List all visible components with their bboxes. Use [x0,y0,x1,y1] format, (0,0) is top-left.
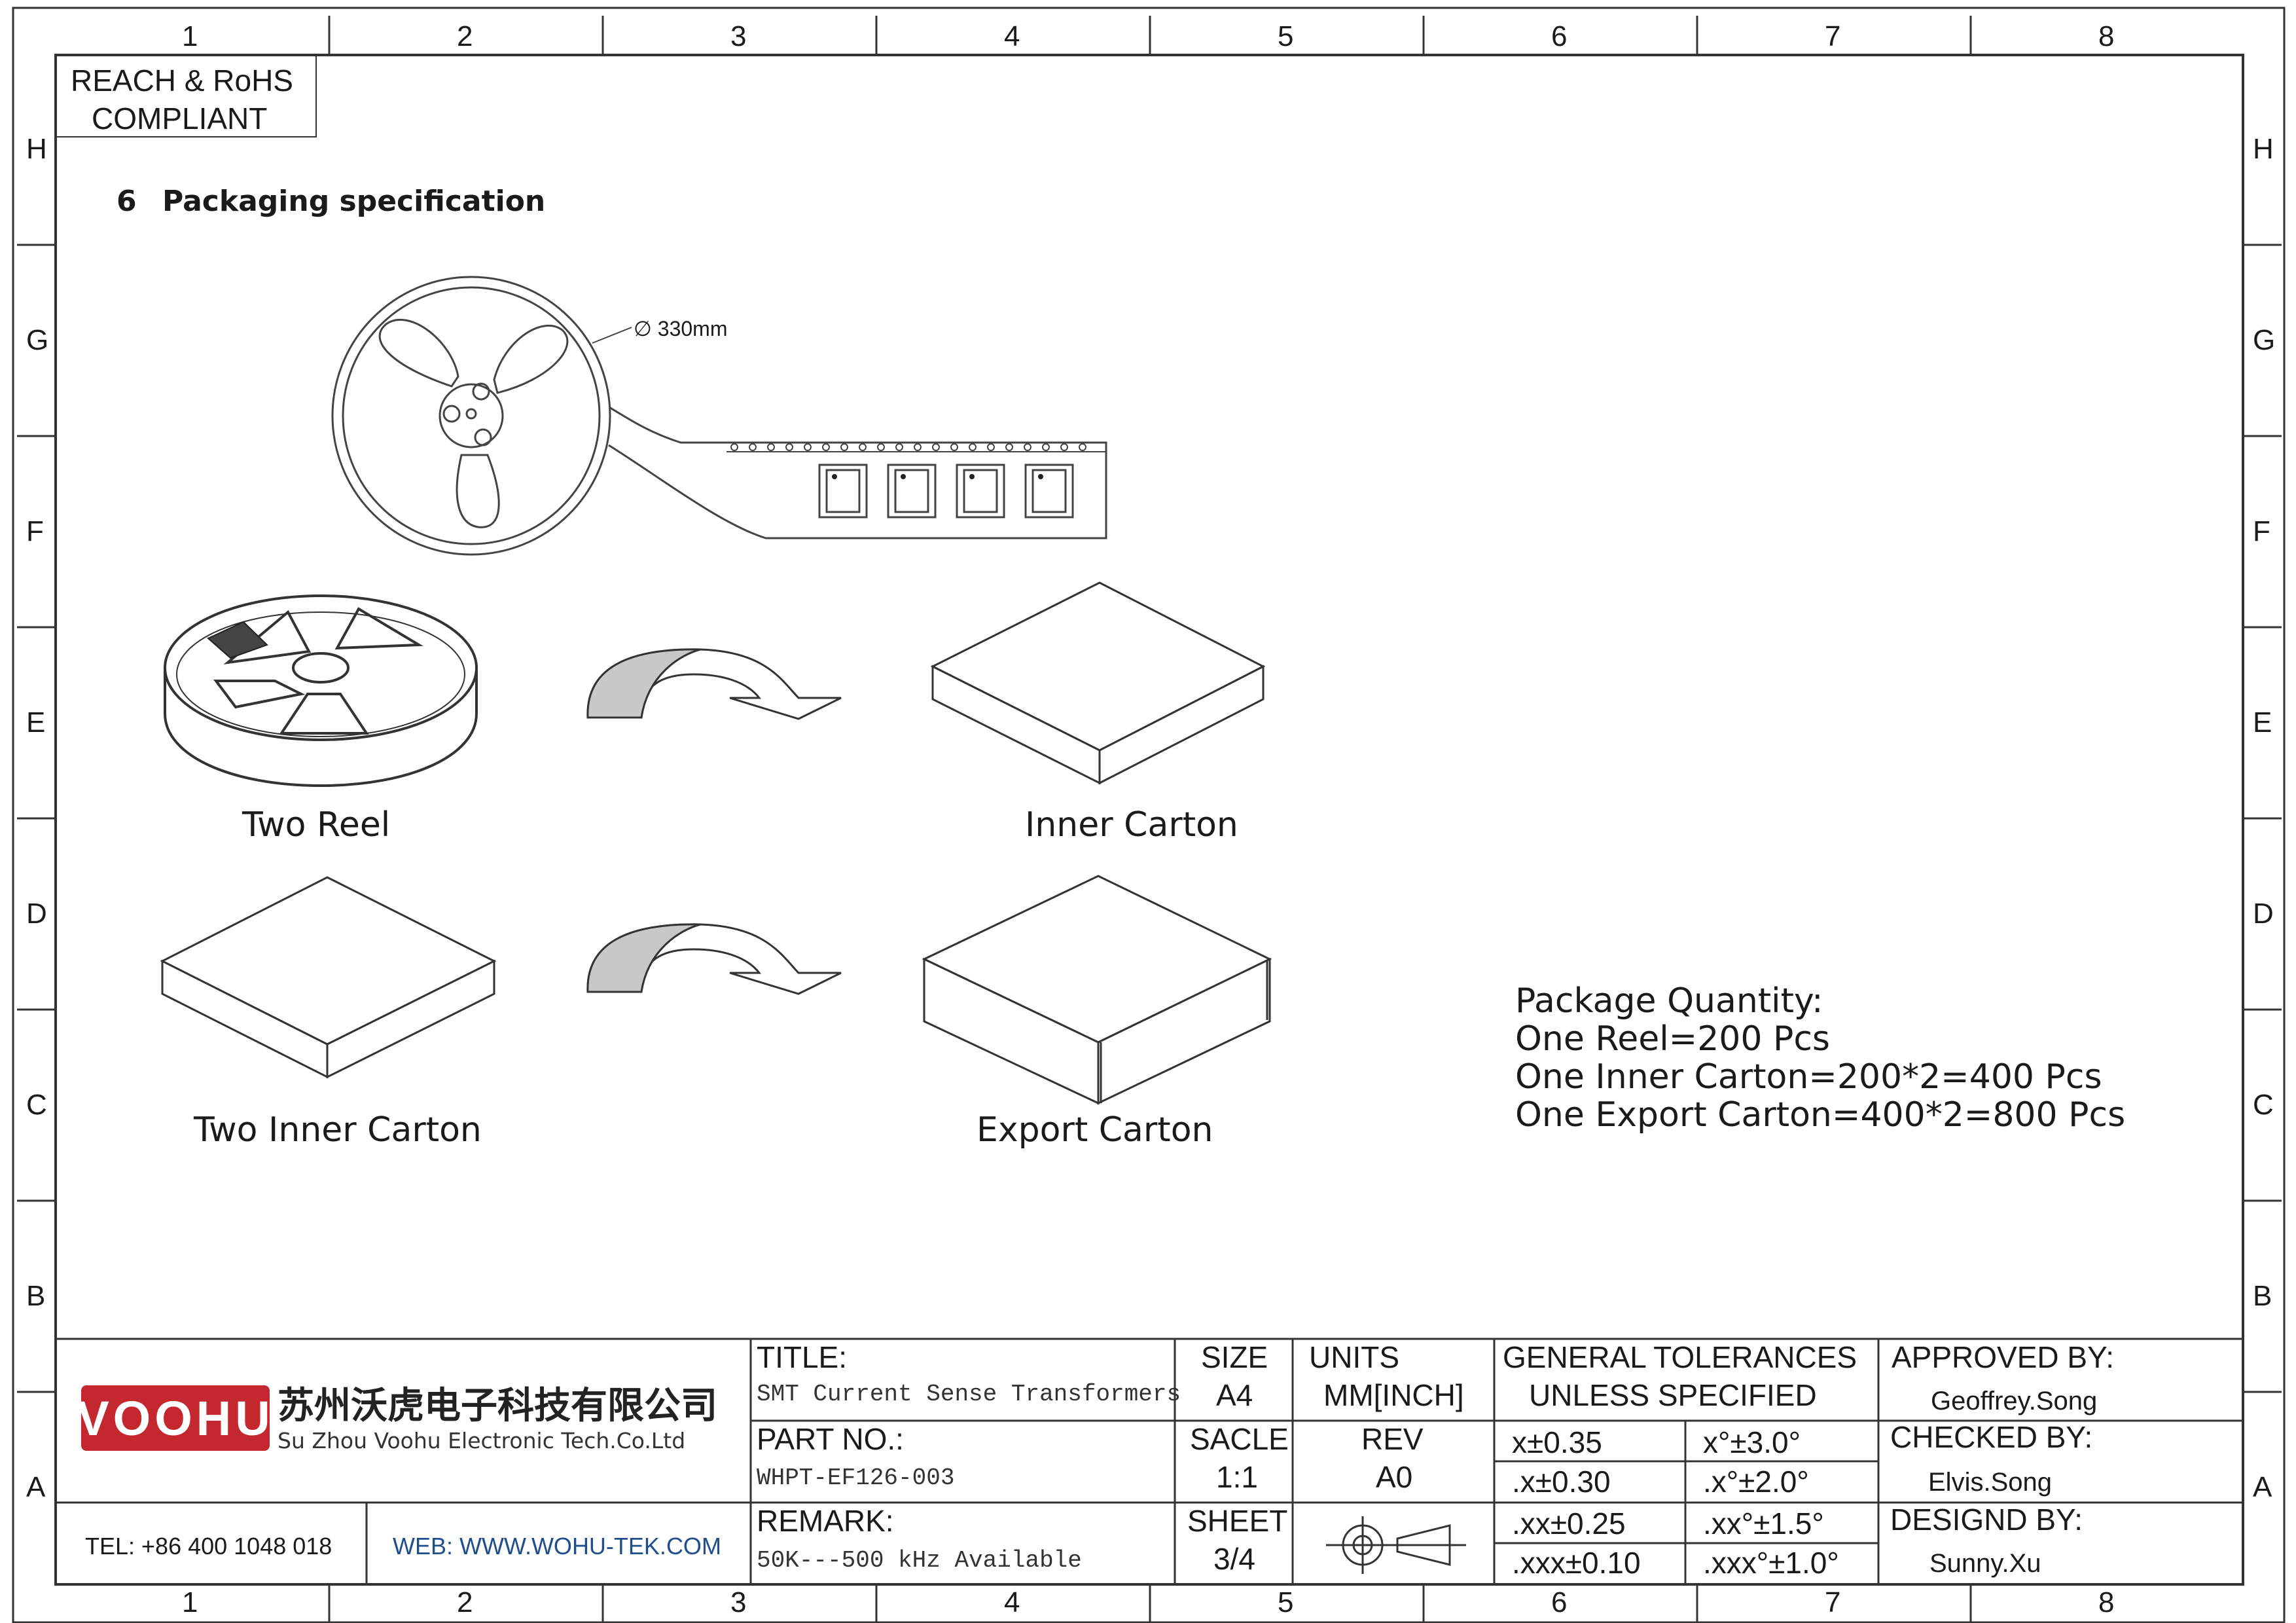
zone-col-6-bottom: 6 [1551,1586,1568,1618]
arrow-2 [586,923,842,995]
quantity-line-export-carton: One Export Carton=400*2=800 Pcs [1515,1095,2126,1135]
package-quantity-block: Package Quantity: One Reel=200 Pcs One I… [1515,982,2125,1134]
approved-by-label: APPROVED BY: [1892,1340,2115,1374]
inner-carton-box [930,581,1266,785]
size-value: A4 [1216,1378,1253,1412]
remark-label: REMARK: [757,1504,894,1538]
general-tolerances-label: GENERAL TOLERANCES [1503,1340,1857,1374]
tolerance-angular-3: .xxx°±1.0° [1703,1546,1839,1580]
compliance-line-1: REACH & RoHS [71,64,293,98]
zone-row-a-left: A [26,1471,46,1503]
title-label: TITLE: [757,1340,848,1374]
zone-row-f-right: F [2253,515,2270,547]
zone-row-g-left: G [26,324,49,356]
reel-diameter-label: ∅ 330mm [634,317,728,340]
section-number: 6 [117,185,137,218]
zone-col-3-bottom: 3 [730,1586,747,1618]
company-name-cn: 苏州沃虎电子科技有限公司 [278,1385,717,1427]
zone-row-d-left: D [26,898,47,930]
title-value: SMT Current Sense Transformers [757,1381,1181,1408]
checked-by-label: CHECKED BY: [1890,1420,2093,1454]
column-ticks [328,16,1972,1622]
reel-3d-drawing [164,594,478,788]
checked-by-value: Elvis.Song [1928,1468,2052,1497]
company-tel: TEL: +86 400 1048 018 [85,1533,332,1559]
caption-two-inner-carton: Two Inner Carton [194,1110,482,1150]
zone-col-8-top: 8 [2098,20,2115,52]
outer-frame [12,7,2286,1623]
row-ticks [17,244,2282,1393]
tolerance-angular-0: x°±3.0° [1703,1425,1801,1459]
zone-col-5-top: 5 [1278,20,1294,52]
zone-col-2-bottom: 2 [457,1586,473,1618]
designed-by-label: DESIGND BY: [1890,1503,2083,1537]
tolerance-angular-2: .xx°±1.5° [1703,1506,1824,1541]
zone-col-8-bottom: 8 [2098,1586,2115,1618]
third-angle-projection-symbol [1326,1516,1466,1574]
zone-col-6-top: 6 [1551,20,1568,52]
two-inner-carton-box [160,876,497,1079]
package-quantity-heading: Package Quantity: [1515,981,1823,1021]
sheet-value: 3/4 [1213,1542,1255,1576]
zone-row-g-right: G [2253,324,2276,356]
part-number-label: PART NO.: [757,1422,904,1456]
zone-col-1-bottom: 1 [182,1586,198,1618]
tolerance-linear-1: .x±0.30 [1512,1465,1611,1499]
caption-inner-carton: Inner Carton [1025,805,1238,845]
tolerance-linear-0: x±0.35 [1512,1425,1602,1459]
part-number-value: WHPT-EF126-003 [757,1465,955,1491]
tolerance-linear-2: .xx±0.25 [1512,1506,1626,1541]
unless-specified-label: UNLESS SPECIFIED [1529,1378,1817,1412]
zone-row-f-left: F [26,515,44,547]
zone-row-c-right: C [2253,1089,2274,1121]
zone-col-2-top: 2 [457,20,473,52]
company-name-en: Su Zhou Voohu Electronic Tech.Co.Ltd [278,1428,686,1453]
zone-col-7-top: 7 [1825,20,1841,52]
zone-row-h-left: H [26,133,47,165]
quantity-line-inner-carton: One Inner Carton=200*2=400 Pcs [1515,1057,2102,1097]
reel-with-tape-drawing [331,276,1107,556]
compliance-box [55,54,317,137]
size-label: SIZE [1201,1340,1268,1374]
company-web: WEB: WWW.WOHU-TEK.COM [393,1533,721,1559]
units-value: MM[INCH] [1323,1378,1464,1412]
title-block-grid [56,1338,2243,1584]
zone-col-4-bottom: 4 [1004,1586,1020,1618]
caption-export-carton: Export Carton [977,1110,1213,1150]
tolerance-linear-3: .xxx±0.10 [1512,1546,1641,1580]
rev-value: A0 [1376,1460,1413,1494]
zone-row-d-right: D [2253,898,2274,930]
zone-row-e-left: E [26,706,46,739]
zone-row-b-right: B [2253,1280,2272,1312]
export-carton-box [922,875,1272,1105]
zone-row-b-left: B [26,1280,46,1312]
scale-label: SACLE [1190,1422,1289,1456]
zone-row-a-right: A [2253,1471,2272,1503]
scale-value: 1:1 [1216,1460,1258,1494]
units-label: UNITS [1309,1340,1399,1374]
caption-two-reel: Two Reel [242,805,391,845]
zone-col-7-bottom: 7 [1825,1586,1841,1618]
zone-row-e-right: E [2253,706,2272,739]
arrow-1 [586,648,842,720]
designed-by-value: Sunny.Xu [1929,1549,2041,1578]
compliance-line-2: COMPLIANT [92,101,268,136]
rev-label: REV [1361,1422,1424,1456]
quantity-line-reel: One Reel=200 Pcs [1515,1019,1831,1059]
sheet-label: SHEET [1187,1504,1288,1538]
zone-col-3-top: 3 [730,20,747,52]
zone-row-h-right: H [2253,133,2274,165]
zone-col-5-bottom: 5 [1278,1586,1294,1618]
section-title: Packaging specification [162,185,546,218]
remark-value: 50K---500 kHz Available [757,1547,1082,1574]
tolerance-angular-1: .x°±2.0° [1703,1465,1809,1499]
company-logo: VOOHU [77,1385,270,1451]
approved-by-value: Geoffrey.Song [1931,1387,2098,1415]
zone-col-1-top: 1 [182,20,198,52]
zone-row-c-left: C [26,1089,47,1121]
zone-col-4-top: 4 [1004,20,1020,52]
